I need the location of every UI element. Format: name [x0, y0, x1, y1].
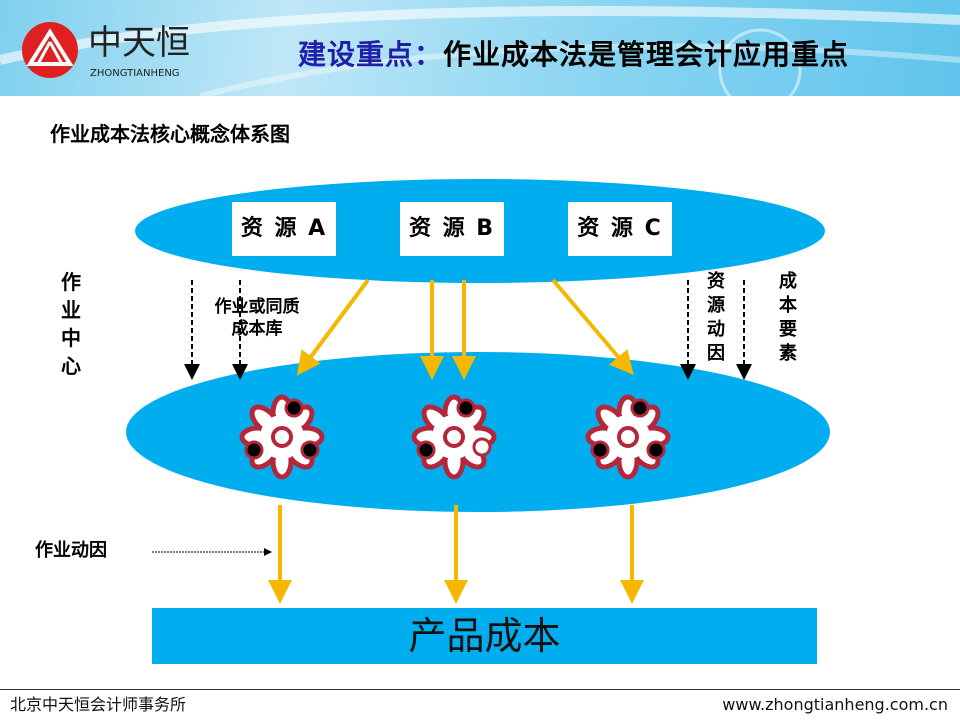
resource-driver-label: 资源动因: [707, 271, 725, 364]
activity-flower-2: [414, 397, 494, 477]
logo-text: 中天恒: [88, 23, 190, 63]
dashed-driver-arrows: [184, 280, 752, 380]
banner-swirls: [0, 6, 960, 96]
cost-element-label: 成本要素: [779, 271, 797, 364]
footer-firm-name: 北京中天恒会计师事务所: [10, 695, 187, 714]
logo-subtext: ZHONGTIANHENG: [90, 68, 180, 79]
product-cost-box: 产品成本: [152, 608, 817, 664]
activity-flower-1: [242, 397, 322, 477]
header-banner: 中天恒 ZHONGTIANHENG 建设重点：作业成本法是管理会计应用重点: [0, 0, 960, 96]
footer-divider: [0, 689, 960, 690]
title-highlight: 建设重点：: [298, 38, 444, 71]
resource-b-box: 资 源 B: [400, 202, 504, 256]
diagram-subtitle: 作业成本法核心概念体系图: [50, 122, 290, 146]
logo-icon: [22, 22, 78, 78]
cost-pool-label: 作业或同质 成本库: [196, 296, 318, 340]
activity-driver-label: 作业动因: [35, 540, 107, 561]
cost-pool-line1: 作业或同质: [214, 297, 300, 317]
title-rest: 作业成本法是管理会计应用重点: [443, 38, 850, 71]
activity-center-label: 作业中心: [61, 270, 81, 378]
footer-website[interactable]: www.zhongtianheng.com.cn: [722, 695, 948, 714]
resource-a-box: 资 源 A: [232, 202, 336, 256]
cost-pool-line2: 成本库: [231, 319, 283, 339]
page-title: 建设重点：作业成本法是管理会计应用重点: [298, 38, 849, 72]
resource-flow-arrows: [268, 278, 644, 604]
resource-c-box: 资 源 C: [568, 202, 672, 256]
activity-flower-3: [588, 397, 668, 477]
